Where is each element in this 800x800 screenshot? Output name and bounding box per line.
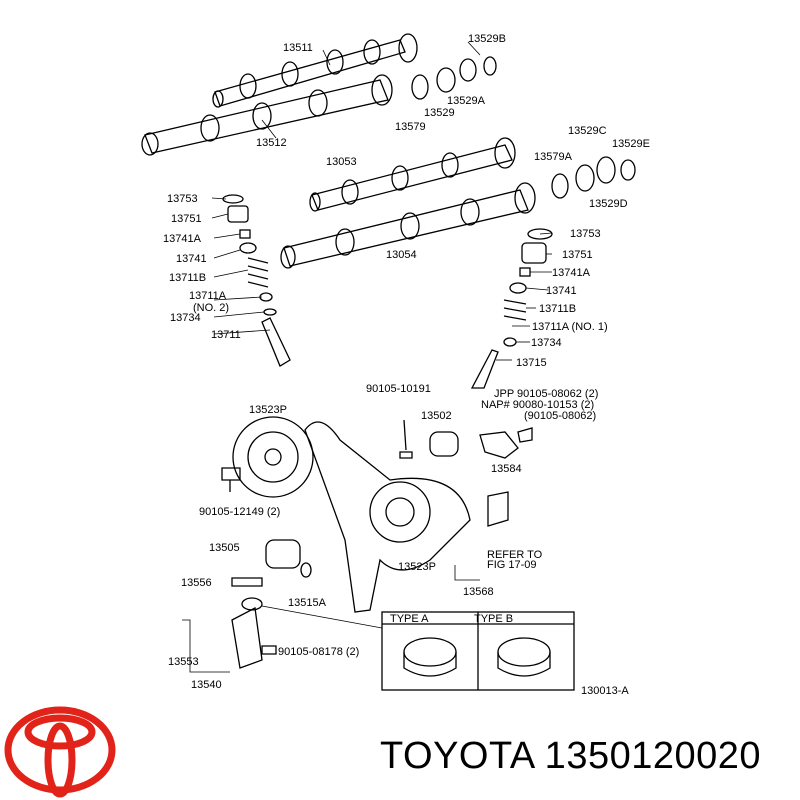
label-left-13711B: 13711B [169, 272, 206, 284]
label-13579A: 13579A [534, 151, 573, 163]
label-90105-08178: 90105-08178 (2) [278, 646, 359, 658]
label-90105-12149: 90105-12149 (2) [199, 506, 280, 518]
label-13584: 13584 [491, 463, 522, 475]
camshaft-13511 [212, 33, 418, 108]
type-b-part [497, 637, 551, 677]
damper-13553 [231, 597, 263, 669]
camshaft-13053 [309, 137, 516, 212]
label-left-13734: 13734 [170, 312, 201, 324]
label-13511: 13511 [283, 42, 313, 54]
label-right-13711B: 13711B [539, 303, 576, 315]
bracket-13584 [479, 427, 533, 459]
bolt-13556 [231, 577, 263, 587]
toyota-logo [4, 706, 116, 798]
bolt-90105-08178 [261, 645, 277, 655]
label-13505: 13505 [209, 542, 240, 554]
label-nap: NAP# 90080-10153 (2) [481, 399, 594, 411]
label-13529: 13529 [424, 107, 455, 119]
washer-13515A [300, 562, 312, 578]
timing-belt [304, 421, 471, 613]
label-type-b: TYPE B [474, 613, 513, 625]
cover-13568 [487, 491, 509, 527]
camshaft-13054 [280, 182, 536, 269]
idler-13502 [429, 431, 459, 457]
label-left-13711A: 13711A [189, 290, 227, 302]
label-right-13751: 13751 [562, 249, 593, 261]
camshaft-13512 [141, 74, 393, 156]
brand-part-number: TOYOTA 1350120020 [380, 735, 762, 777]
label-type-a: TYPE A [390, 613, 429, 625]
leader-lines [182, 41, 553, 673]
label-jpp: JPP 90105-08062 (2) [494, 388, 598, 400]
label-left-13711A-sub: (NO. 2) [193, 302, 229, 314]
label-left-13751: 13751 [171, 213, 202, 225]
label-right-13741A: 13741A [552, 267, 591, 279]
valve-stack-left [222, 194, 291, 367]
label-13523P-upper: 13523P [249, 404, 287, 416]
label-13553: 13553 [168, 656, 199, 668]
label-left-13741A: 13741A [163, 233, 202, 245]
rings-upper [411, 56, 497, 100]
label-right-13715: 13715 [516, 357, 547, 369]
pulley-13523P-upper [232, 416, 314, 498]
label-right-13711A: 13711A (NO. 1) [532, 321, 608, 333]
label-13515A: 13515A [288, 597, 327, 609]
label-left-13741: 13741 [176, 253, 207, 265]
label-13540: 13540 [191, 679, 222, 691]
tensioner-13505 [265, 539, 301, 569]
label-90105-10191: 90105-10191 [366, 383, 431, 395]
label-13529A: 13529A [447, 95, 486, 107]
part-labels: 13511 13529B 13529A 13529 13579 13512 13… [163, 33, 650, 697]
label-13523P-lower: 13523P [398, 561, 436, 573]
bolt-90105-10191 [399, 419, 413, 459]
label-13529D: 13529D [589, 198, 628, 210]
label-13579: 13579 [395, 121, 426, 133]
label-13053: 13053 [326, 156, 357, 168]
label-nap-sub: (90105-08062) [524, 410, 596, 422]
label-right-13734: 13734 [531, 337, 562, 349]
label-refer-2: FIG 17-09 [487, 559, 537, 571]
label-13556: 13556 [181, 577, 212, 589]
diagram-code: 130013-A [581, 685, 629, 697]
label-13529C: 13529C [568, 125, 607, 137]
pulley-13523P-lower [369, 481, 431, 543]
label-left-13753: 13753 [167, 193, 198, 205]
label-13502: 13502 [421, 410, 452, 422]
label-left-13711: 13711 [211, 329, 241, 341]
label-13529E: 13529E [612, 138, 650, 150]
label-13054: 13054 [386, 249, 417, 261]
label-13568: 13568 [463, 586, 494, 598]
label-refer-1: REFER TO [487, 549, 543, 561]
label-13512: 13512 [256, 137, 287, 149]
label-13529B: 13529B [468, 33, 506, 45]
bolt-90105-12149 [221, 467, 241, 492]
arrow-pointer [261, 605, 383, 629]
rings-right [551, 156, 636, 199]
type-a-part [403, 637, 457, 677]
label-right-13741: 13741 [546, 285, 577, 297]
label-right-13753: 13753 [570, 228, 601, 240]
